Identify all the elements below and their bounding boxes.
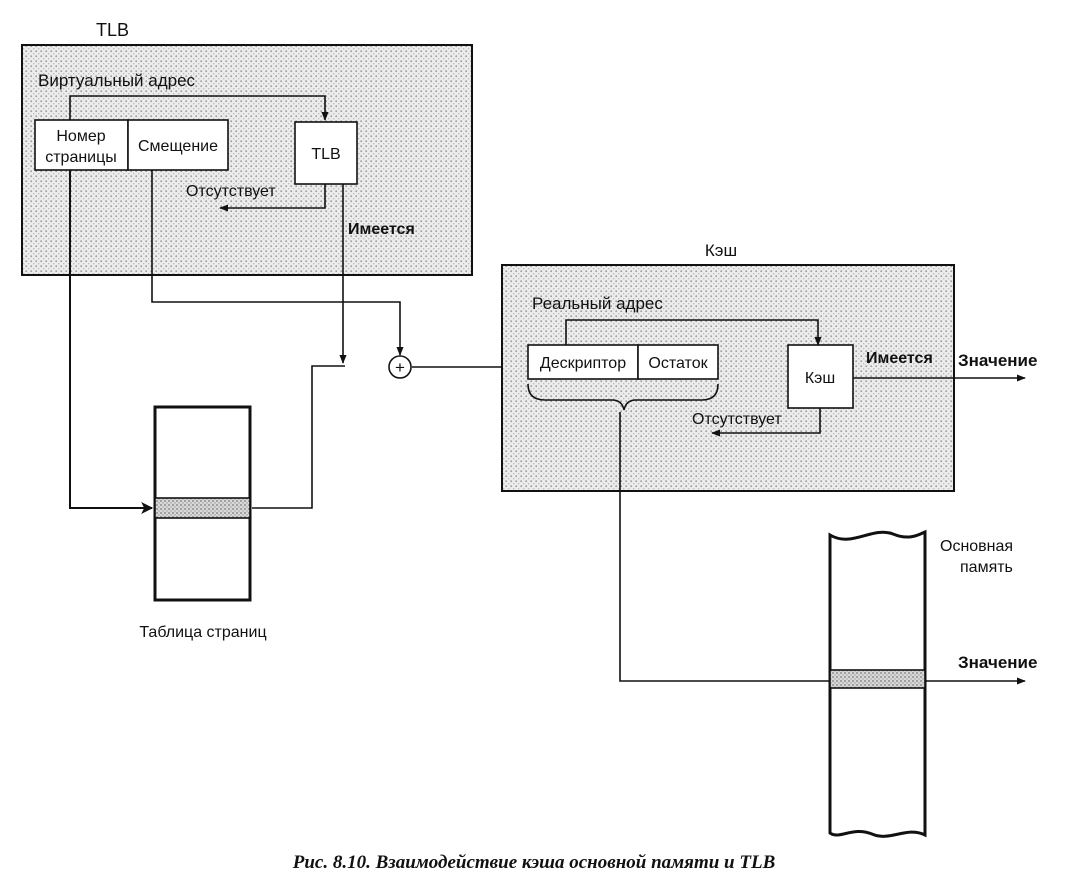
cache-region-title: Кэш <box>705 241 737 260</box>
cache-connectors <box>565 319 1026 685</box>
tlb-box <box>294 121 358 185</box>
address-brace <box>527 383 719 411</box>
main-memory-label-line2: память <box>960 559 1013 576</box>
cache-region: Кэш Реальный адрес Дескриптор Остаток Кэ… <box>501 241 955 492</box>
main-memory-value-label: Значение <box>958 653 1037 672</box>
page-number-label-line2: страницы <box>45 149 117 166</box>
page-number-label-line1: Номер <box>56 128 105 145</box>
descriptor-label: Дескриптор <box>540 355 626 372</box>
main-memory: Основная память Значение <box>828 529 1037 838</box>
page-table-entry <box>154 497 251 519</box>
tlb-miss-arrow <box>219 184 326 212</box>
offset-to-adder-arrow <box>151 170 404 356</box>
tlb-box-label: TLB <box>311 146 340 163</box>
page-table-to-adder-line <box>252 365 345 509</box>
page-number-field <box>34 119 129 171</box>
offset-label: Смещение <box>138 138 218 155</box>
cache-miss-label: Отсутствует <box>692 411 782 428</box>
remainder-field <box>637 344 719 380</box>
tlb-region: TLB Виртуальный адрес Номер страницы Сме… <box>21 20 473 276</box>
cache-to-memory-line <box>619 412 830 682</box>
virtual-address-label: Виртуальный адрес <box>38 71 196 90</box>
page-number-to-page-table-arrow <box>69 170 154 514</box>
cache-hit-label: Имеется <box>866 350 933 367</box>
tlb-miss-label: Отсутствует <box>186 183 276 200</box>
main-memory-label-line1: Основная <box>940 538 1013 555</box>
virtual-address-to-tlb-arrow <box>69 95 329 121</box>
adder-circle <box>388 355 412 379</box>
main-memory-entry <box>829 669 926 689</box>
tlb-connectors <box>69 95 527 514</box>
page-table: Таблица страниц <box>139 405 267 641</box>
descriptor-field <box>527 344 639 380</box>
adder-node: + <box>388 355 412 379</box>
figure-caption: Рис. 8.10. Взаимодействие кэша основной … <box>292 852 776 873</box>
cache-box-label: Кэш <box>805 370 835 387</box>
page-table-label: Таблица страниц <box>139 624 266 641</box>
adder-symbol: + <box>395 358 405 377</box>
tlb-region-title: TLB <box>96 20 129 40</box>
cache-value-label: Значение <box>958 351 1037 370</box>
real-address-label: Реальный адрес <box>532 294 663 313</box>
real-address-to-cache-arrow <box>565 319 822 346</box>
tlb-hit-label: Имеется <box>348 221 415 238</box>
cache-miss-arrow <box>711 408 821 437</box>
offset-field <box>127 119 229 171</box>
remainder-label: Остаток <box>648 355 708 372</box>
